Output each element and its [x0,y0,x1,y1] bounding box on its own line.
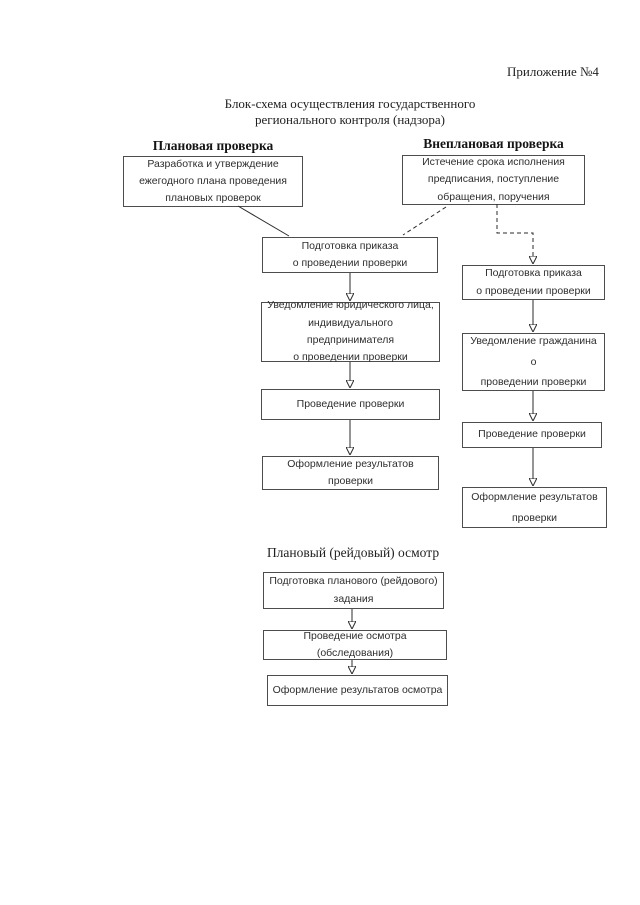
flow-box-raid-inspection: Проведение осмотра (обследования) [263,630,447,660]
flow-box-inspection: Проведение проверки [261,389,440,420]
flow-box-raid-results: Оформление результатов осмотра [267,675,448,706]
unplanned-section-header: Внеплановая проверка [423,136,564,151]
unplanned-trigger-box: Истечение срока исполнения предписания, … [402,155,585,205]
flow-box-notification-legal-entity: Уведомление юридического лица, индивидуа… [261,299,440,363]
connector-unplanned-to-right-order [496,204,533,257]
raid-section-header: Плановый (рейдовый) осмотр [266,545,440,560]
planned-section-header: Плановая проверка [152,138,274,153]
flow-box-inspection-results: Оформление результатов проверки [262,456,439,490]
page-title: Блок-схема осуществления государственног… [224,96,476,127]
flow-box-notification-citizen: Уведомление гражданина о проведении пров… [462,333,605,391]
connector-unplanned-to-order [402,206,447,236]
connector-planned-to-order [237,205,290,237]
planned-trigger-box: Разработка и утверждение ежегодного план… [123,156,303,207]
flow-box-order-preparation: Подготовка приказа о проведении проверки [262,237,438,273]
flow-box-raid-task: Подготовка планового (рейдового) задания [263,572,444,609]
flow-box-inspection-results-unplanned: Оформление результатов проверки [462,487,607,528]
appendix-label: Приложение №4 [507,64,599,79]
flow-box-order-preparation-unplanned: Подготовка приказа о проведении проверки [462,265,605,300]
flow-box-inspection-unplanned: Проведение проверки [462,422,602,448]
